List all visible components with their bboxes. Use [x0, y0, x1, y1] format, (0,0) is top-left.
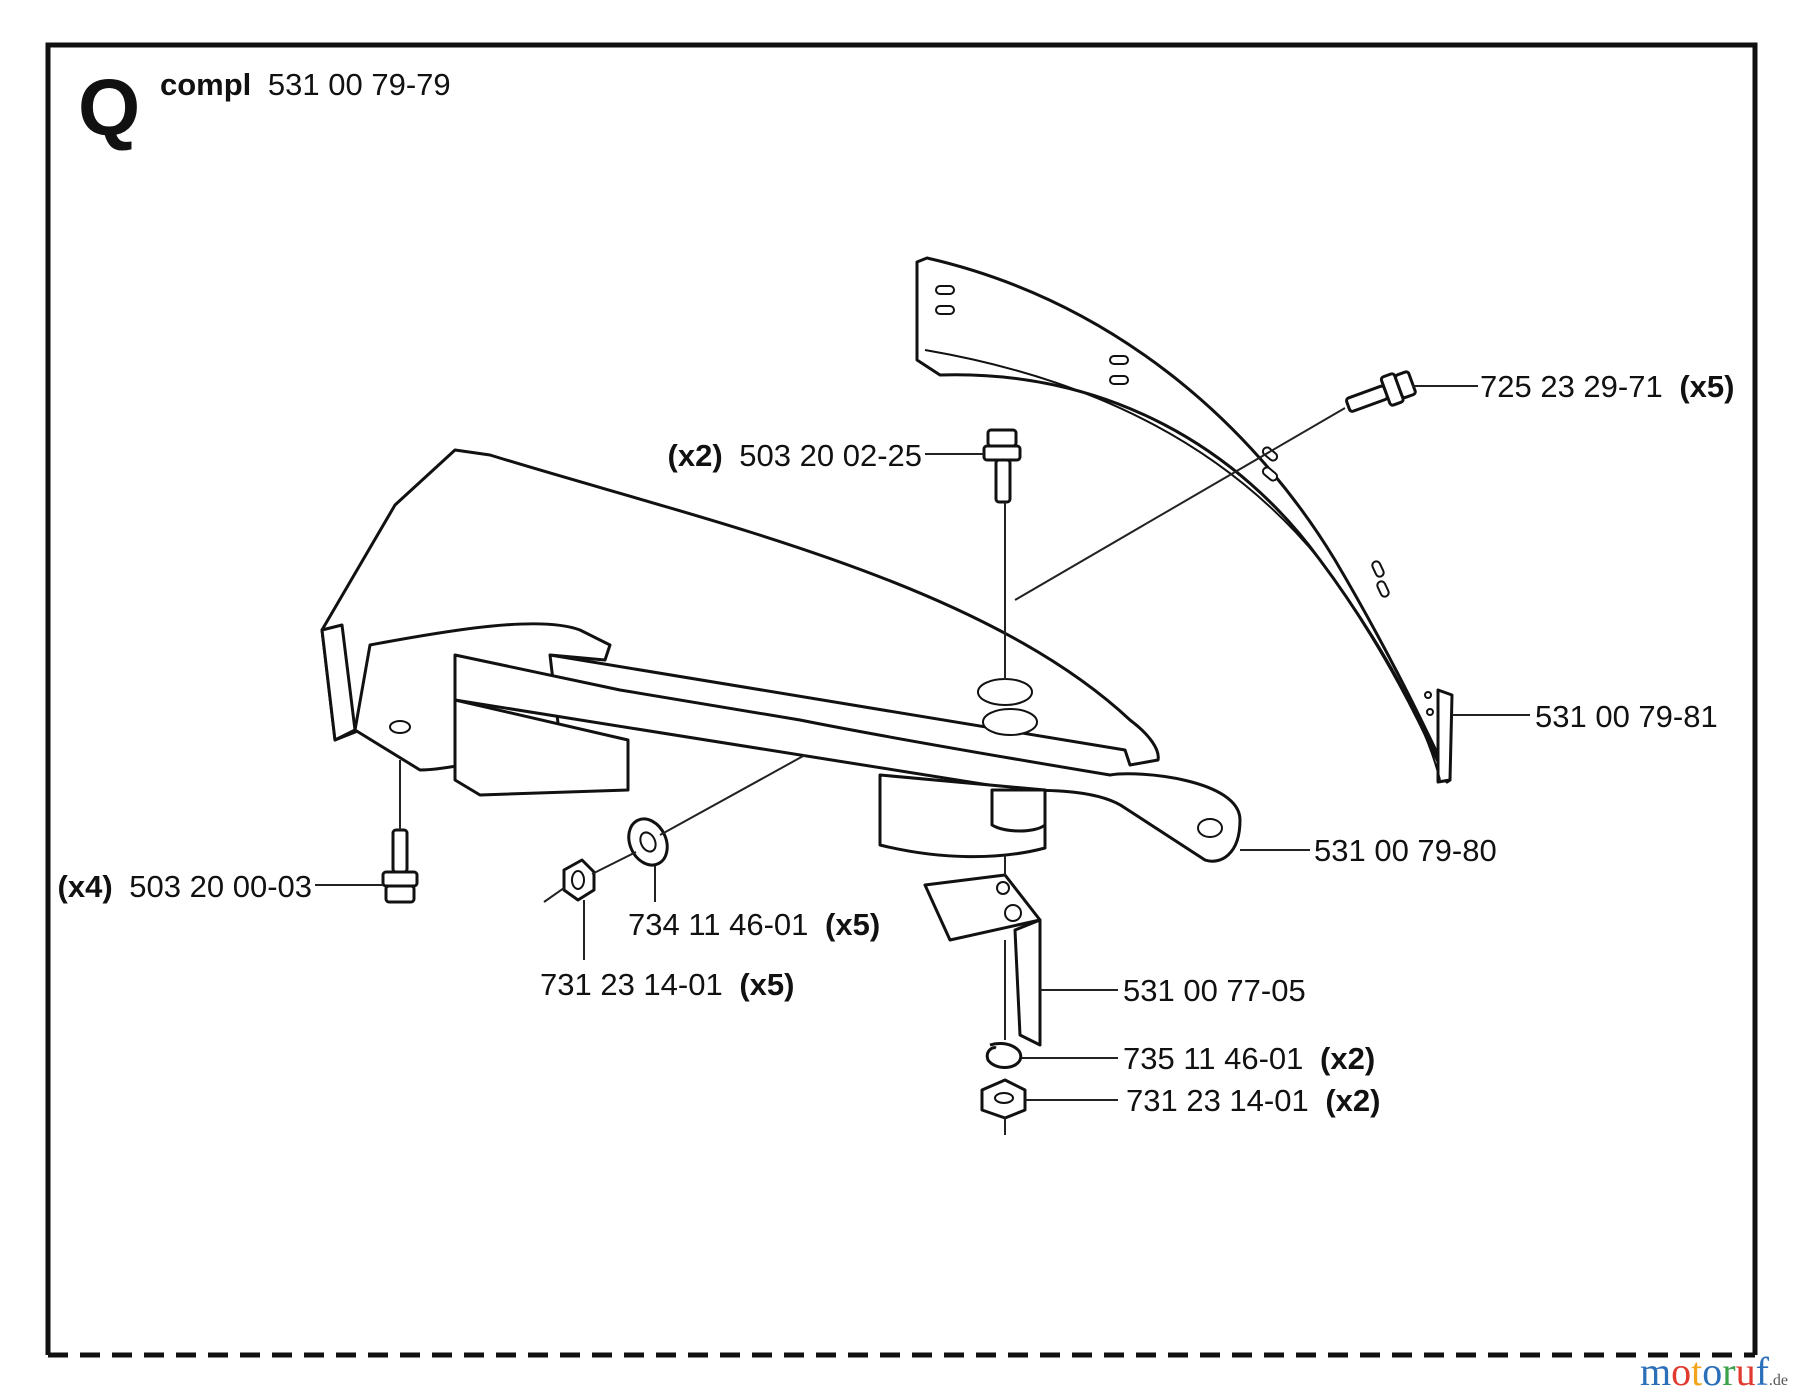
mount-hole [1197, 818, 1223, 838]
slot-hole [1424, 691, 1432, 699]
section-letter: Q [78, 63, 140, 152]
bracket-hole [1004, 904, 1022, 922]
washer [627, 817, 669, 867]
callout-731-23-14-01-x5: 731 23 14-01 (x5) [540, 967, 794, 1002]
callout-725-23-29-71: 725 23 29-71 (x5) [1480, 369, 1734, 404]
callout-531-00-77-05: 531 00 77-05 [1123, 973, 1306, 1008]
lock-washer [985, 1042, 1023, 1069]
slot-hole [1261, 466, 1279, 482]
watermark-logo: motoruf.de [1640, 1349, 1788, 1393]
slot-hole [935, 285, 955, 295]
callout-leaders [315, 385, 1530, 1101]
bracket-hole [996, 881, 1010, 895]
assembly-lines [399, 407, 1346, 1135]
callout-503-20-00-03: (x4) 503 20 00-03 [58, 869, 312, 904]
compl-number: 531 00 79-79 [268, 67, 451, 102]
bracket [923, 873, 1042, 1047]
bolt-left [381, 828, 419, 904]
guard-main [320, 448, 1242, 863]
bolt-center [982, 428, 1022, 504]
slot-hole [1376, 580, 1390, 598]
callout-503-20-02-25: (x2) 503 20 02-25 [668, 438, 922, 473]
slot-hole [1371, 560, 1385, 578]
slot-hole [935, 305, 955, 315]
callout-531-00-79-80: 531 00 79-80 [1314, 833, 1497, 868]
nut-bottom [980, 1078, 1027, 1120]
guard-extension [915, 256, 1454, 784]
slot-hole [1109, 355, 1129, 365]
diagram-frame [45, 42, 1758, 1355]
slot-hole [1426, 708, 1434, 716]
mount-hole [977, 678, 1033, 706]
callout-734-11-46-01: 734 11 46-01 (x5) [628, 907, 880, 942]
callout-531-00-79-81: 531 00 79-81 [1535, 699, 1718, 734]
mount-hole [389, 720, 411, 734]
assembly-number: compl 531 00 79-79 [160, 67, 451, 102]
mount-hole [982, 708, 1038, 736]
compl-prefix: compl [160, 67, 251, 102]
bolt-top-right [1345, 370, 1417, 413]
nut-left [562, 858, 596, 902]
callout-731-23-14-01-x2: 731 23 14-01 (x2) [1126, 1083, 1380, 1118]
slot-hole [1109, 375, 1129, 385]
callout-735-11-46-01: 735 11 46-01 (x2) [1123, 1041, 1375, 1076]
